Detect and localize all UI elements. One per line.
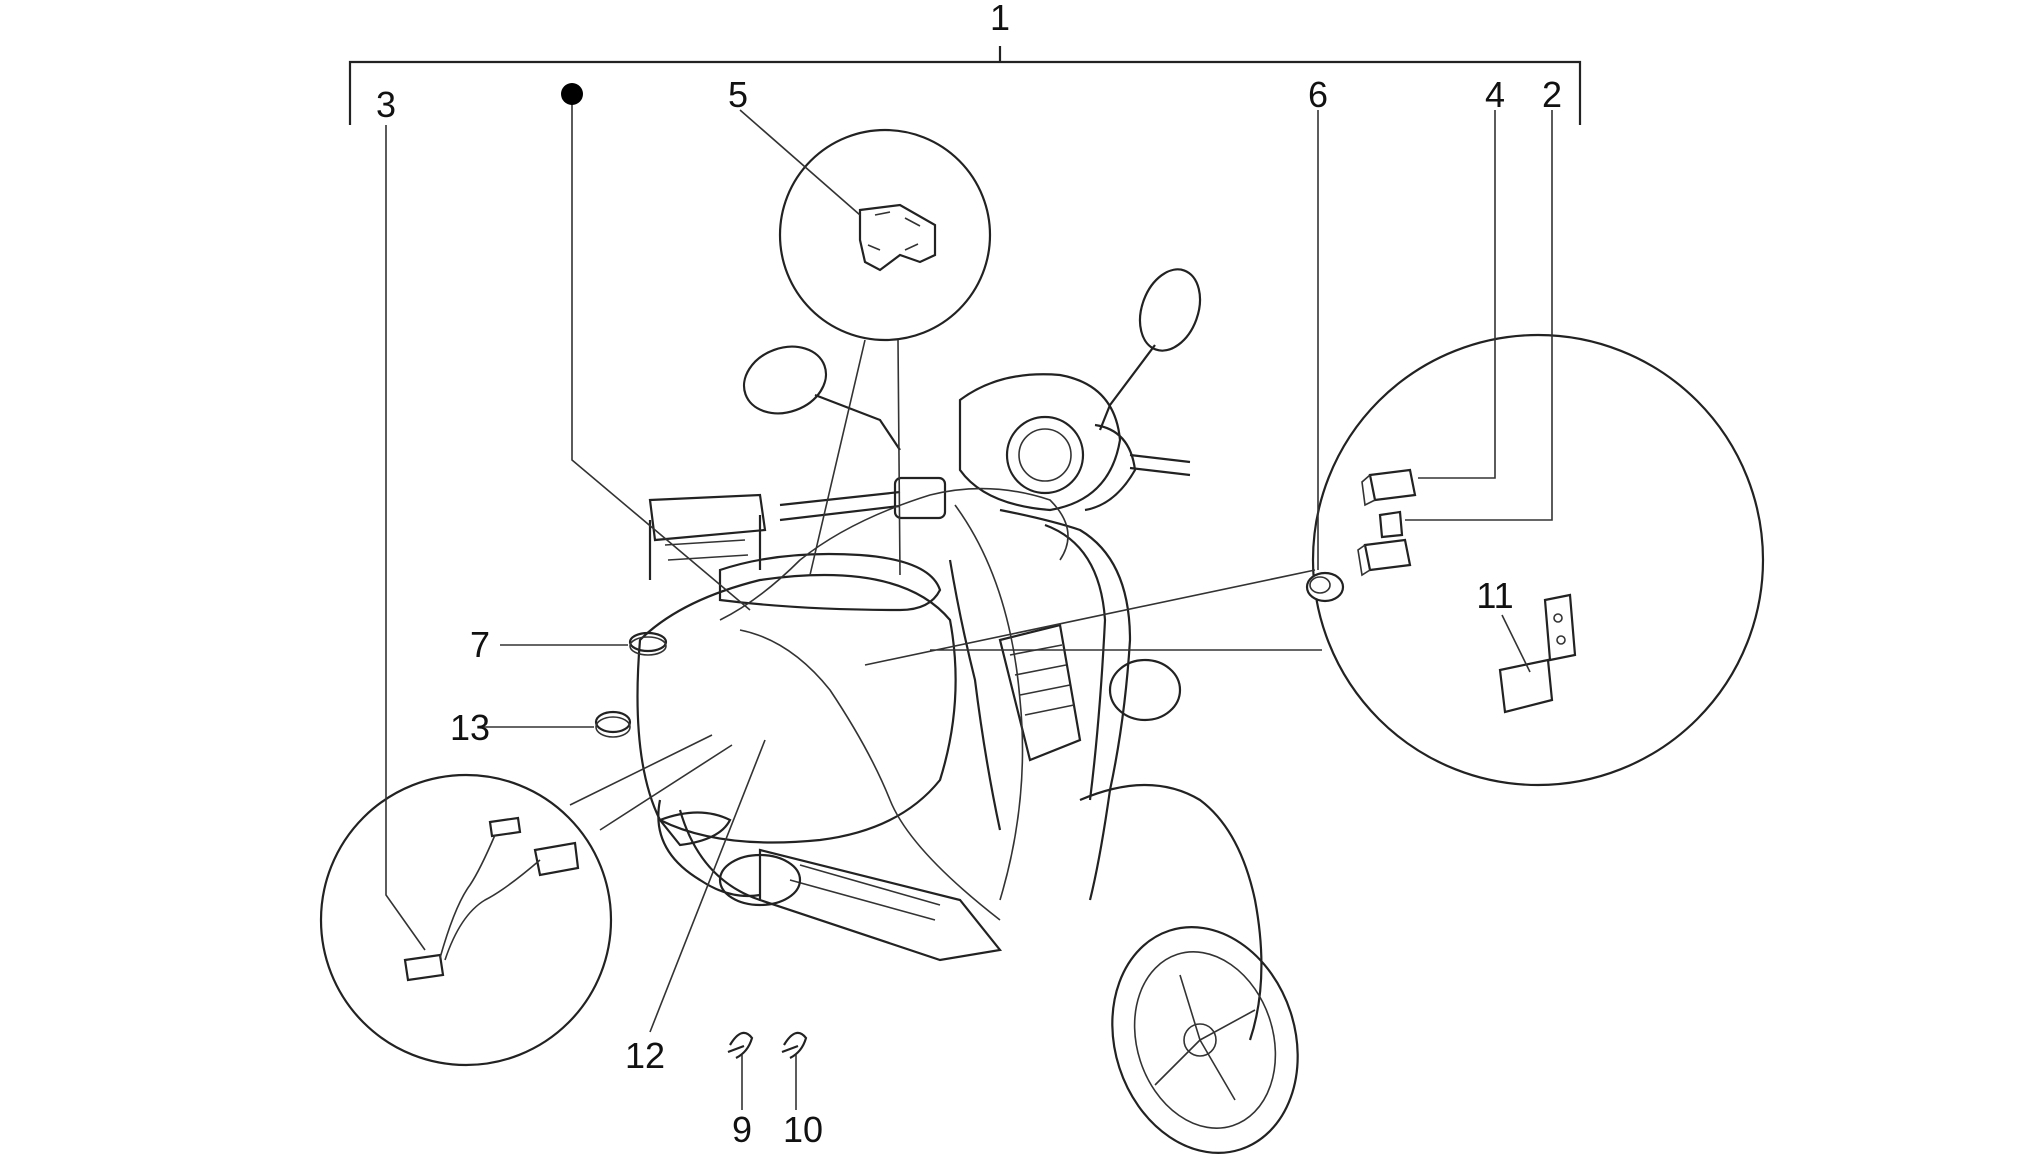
part-7-clip bbox=[628, 631, 668, 656]
callout-7: 7 bbox=[470, 624, 490, 665]
callout-4: 4 bbox=[1485, 74, 1505, 115]
detail-callout-3 bbox=[319, 734, 733, 1067]
callout-6: 6 bbox=[1308, 74, 1328, 115]
common-part-marker bbox=[561, 83, 583, 105]
part-13-clip bbox=[594, 710, 632, 738]
part-9-clip bbox=[727, 1031, 754, 1059]
leader-lines bbox=[385, 95, 1553, 1110]
scooter-drawing bbox=[636, 268, 1299, 1154]
assembly-bracket bbox=[348, 46, 1582, 125]
part-10-clip bbox=[781, 1031, 808, 1059]
detail-callout-right bbox=[864, 333, 1765, 787]
callout-11: 11 bbox=[1476, 575, 1513, 616]
callout-1: 1 bbox=[990, 0, 1010, 38]
callout-12: 12 bbox=[625, 1035, 665, 1076]
callout-3: 3 bbox=[376, 84, 396, 125]
callout-labels: 1 2 3 4 5 6 7 9 10 11 12 13 bbox=[376, 0, 1562, 1150]
detail-callout-5 bbox=[778, 128, 992, 576]
callout-9: 9 bbox=[732, 1109, 752, 1150]
callout-5: 5 bbox=[728, 74, 748, 115]
callout-13: 13 bbox=[450, 707, 490, 748]
callout-10: 10 bbox=[783, 1109, 823, 1150]
callout-2: 2 bbox=[1542, 74, 1562, 115]
